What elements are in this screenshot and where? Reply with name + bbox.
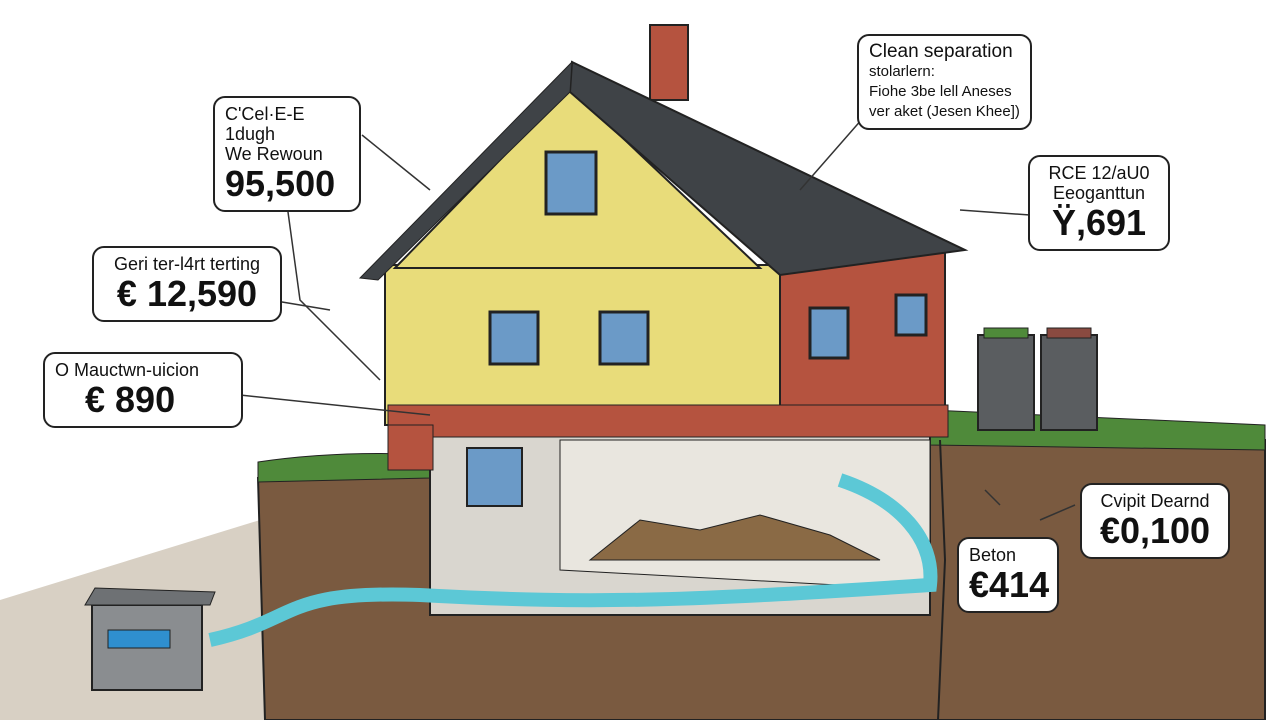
foundation-pier [387, 424, 434, 471]
window-middle [598, 310, 650, 366]
bin-lid-green [983, 327, 1029, 339]
bin-red-lid [1040, 334, 1098, 431]
attic-window [544, 150, 598, 216]
callout-subtitle: stolarlern: [869, 63, 935, 80]
container-lid [84, 587, 216, 606]
callout-ground: Cvipit Dearnd €0,100 [1080, 483, 1230, 559]
foundation-brick [387, 404, 949, 438]
brick-wall [779, 249, 946, 426]
water-pipe [208, 473, 938, 647]
callout-title: O Mauctwn-uicion [55, 360, 200, 380]
callout-roof: RCE 12/aU0 Eeoganttun Ÿ,691 [1028, 155, 1170, 251]
debris-pile [588, 514, 881, 561]
crawlspace [559, 439, 931, 591]
callout-title: Clean separation [869, 41, 1013, 62]
callout-value: €0,100 [1099, 510, 1211, 551]
callout-clean-separation: Clean separation stolarlern: Fiohe 3be l… [857, 34, 1032, 130]
window-left [488, 310, 540, 366]
callout-title: Geri ter-l4rt terting [113, 254, 261, 274]
callout-value: Ÿ,691 [1051, 202, 1147, 243]
callout-line: ver aket (Jesen Khee]) [869, 103, 1020, 120]
bin-green-lid [977, 334, 1035, 431]
basement-window [466, 447, 523, 507]
callout-value: 95,500 [225, 163, 336, 204]
callout-concrete: Beton €414 [957, 537, 1059, 613]
callout-line: Fiohe 3be lell Aneses [869, 83, 1012, 100]
callout-value: €414 [969, 564, 1050, 605]
insulated-wall [384, 264, 781, 426]
callout-attic-insulation: C'Cel·E-E 1dugh We Rewoun 95,500 [213, 96, 361, 212]
crack [937, 439, 947, 720]
callout-subtitle: We Rewoun [225, 144, 323, 164]
callout-title: Cvipit Dearnd [1100, 491, 1210, 511]
callout-wall-insulation: Geri ter-l4rt terting € 12,590 [92, 246, 282, 322]
roof-edge [358, 60, 573, 281]
callout-maintenance: O Mauctwn-uicion € 890 [43, 352, 243, 428]
bin-lid-red [1046, 327, 1092, 339]
window-brick-left [808, 306, 850, 360]
callout-title: C'Cel·E-E 1dugh [225, 104, 305, 144]
callout-title: RCE 12/aU0 [1048, 163, 1150, 183]
chimney [649, 24, 689, 101]
callout-value: € 12,590 [116, 273, 258, 314]
callout-subtitle: Eeoganttun [1052, 183, 1146, 203]
callout-value: € 890 [85, 379, 176, 420]
container-label [107, 629, 171, 649]
window-brick-right [894, 293, 928, 337]
callout-title: Beton [969, 545, 1017, 565]
